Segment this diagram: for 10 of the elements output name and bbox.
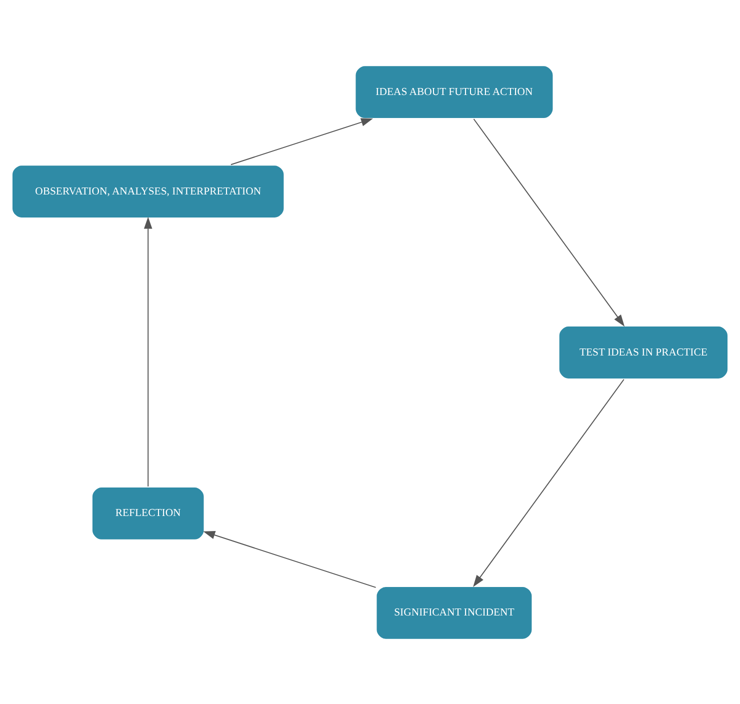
node-box: SIGNIFICANT INCIDENT xyxy=(375,584,534,640)
arrow xyxy=(473,378,624,586)
node-box: IDEAS ABOUT FUTURE ACTION xyxy=(354,64,554,120)
node-box: TEST IDEAS IN PRACTICE xyxy=(558,324,730,380)
arrow xyxy=(144,216,152,487)
arrow xyxy=(203,530,376,588)
arrow xyxy=(230,118,374,165)
node-box: OBSERVATION, ANALYSES, INTERPRETATION xyxy=(10,163,286,219)
node-box: REFLECTION xyxy=(90,485,206,541)
arrow xyxy=(473,118,625,326)
